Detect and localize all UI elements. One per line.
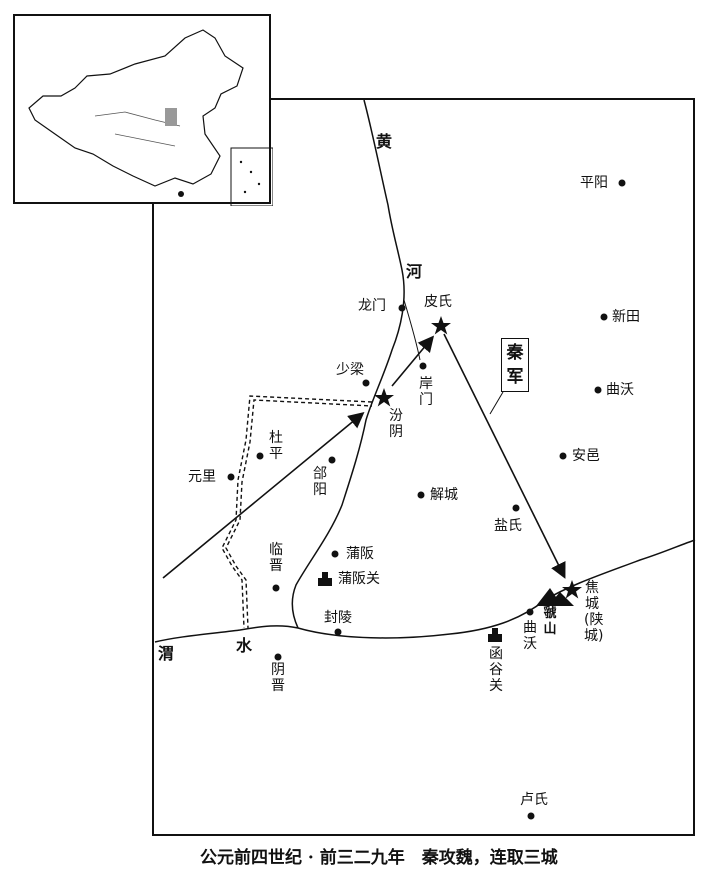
place-linjin: 临晋 xyxy=(269,542,283,574)
place-xintian: 新田 xyxy=(612,309,640,325)
place-yanshi: 盐氏 xyxy=(494,518,522,534)
place-hanguguan: 函谷关 xyxy=(489,646,503,694)
place-jiao: 焦城(陕城) xyxy=(584,580,604,644)
river-label-shui: 水 xyxy=(236,636,253,655)
army-route-3 xyxy=(443,333,566,579)
place-anyi: 安邑 xyxy=(572,448,600,464)
place-duping: 杜平 xyxy=(269,430,283,462)
fen-river xyxy=(403,299,421,361)
river-label-huang: 黄 xyxy=(376,132,393,151)
fortress-icon xyxy=(318,572,502,642)
place-quwo-south: 曲沃 xyxy=(523,620,537,652)
place-fenyin: 汾阴 xyxy=(389,408,403,440)
yellow-river xyxy=(291,99,405,629)
army-label-leader xyxy=(489,391,504,415)
army-route-2 xyxy=(391,335,435,387)
place-heyang: 郃阳 xyxy=(313,466,327,498)
wall-line xyxy=(221,395,373,629)
mountain-icon xyxy=(536,588,574,606)
river-label-wei: 渭 xyxy=(158,644,175,663)
main-map-frame xyxy=(152,98,695,836)
place-longmen: 龙门 xyxy=(358,298,386,314)
place-fengling: 封陵 xyxy=(324,610,352,626)
place-puban: 蒲阪 xyxy=(346,546,374,562)
battle-star-icon xyxy=(374,316,582,599)
place-pingyang: 平阳 xyxy=(580,175,608,191)
place-lushi: 卢氏 xyxy=(520,792,548,808)
city-dot-icon xyxy=(227,179,626,820)
river-label-he: 河 xyxy=(406,262,423,281)
place-yuanli: 元里 xyxy=(188,469,216,485)
place-jiecheng: 解城 xyxy=(430,487,458,503)
highlight-region xyxy=(165,108,177,126)
army-label-qin: 秦军 xyxy=(501,338,529,392)
army-route-1 xyxy=(162,411,365,579)
place-yinjin: 阴晋 xyxy=(271,662,285,694)
place-anmen: 岸门 xyxy=(419,376,433,408)
place-guoshan: 虢山 xyxy=(543,606,557,637)
wei-river xyxy=(154,539,696,643)
place-pishi: 皮氏 xyxy=(424,294,452,310)
place-pubanguan: 蒲阪关 xyxy=(338,571,380,587)
china-outline-icon xyxy=(28,29,273,206)
map-caption: 公元前四世纪 · 前三二九年 秦攻魏，连取三城 xyxy=(200,848,558,868)
inset-locator-map xyxy=(13,14,273,206)
place-shaoliang: 少梁 xyxy=(336,362,364,378)
place-quwo-north: 曲沃 xyxy=(606,382,634,398)
